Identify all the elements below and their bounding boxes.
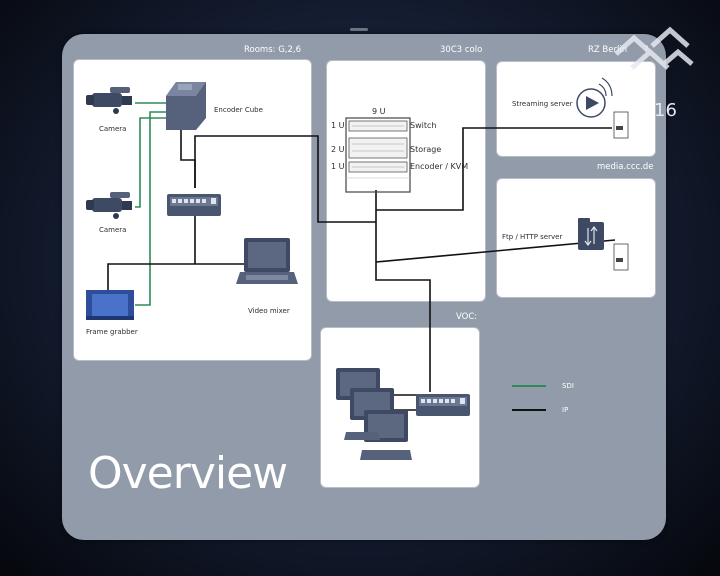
colo-header: 30C3 colo: [440, 45, 483, 55]
camera-1-label: Camera: [99, 125, 127, 133]
rack-row-units: 1 U: [331, 121, 345, 130]
rooms-header: Rooms: G,2,6: [244, 45, 302, 55]
video-mixer-label: Video mixer: [248, 307, 290, 315]
voc-panel: [320, 327, 480, 488]
streaming-server-label: Streaming server: [512, 100, 573, 108]
rz-header: RZ Berlin: [588, 45, 628, 55]
slide-title: Overview: [88, 448, 288, 499]
frame-grabber-label: Frame grabber: [86, 328, 138, 336]
rack-row-name: Encoder / KVM: [410, 162, 469, 171]
legend-sdi-label: SDI: [562, 382, 574, 390]
rack-units-label: 9 U: [372, 107, 386, 116]
legend-ip-label: IP: [562, 406, 569, 414]
rack-row-units: 2 U: [331, 145, 345, 154]
ftp-server-label: Ftp / HTTP server: [502, 233, 563, 241]
encoder-cube-label: Encoder Cube: [214, 106, 263, 114]
camera-2-label: Camera: [99, 226, 127, 234]
rack-row-units: 1 U: [331, 162, 345, 171]
media-header: media.ccc.de: [597, 162, 654, 172]
rack-row-name: Storage: [410, 145, 442, 154]
voc-header: VOC:: [456, 312, 478, 322]
chevron-logo-icon: [614, 26, 694, 70]
colo-panel: [326, 60, 486, 302]
rack-row-name: Switch: [410, 121, 437, 130]
event-logo: 16: [612, 24, 696, 121]
top-indicator: [350, 28, 368, 31]
rooms-panel: [73, 59, 312, 361]
logo-year: 16: [654, 100, 677, 121]
